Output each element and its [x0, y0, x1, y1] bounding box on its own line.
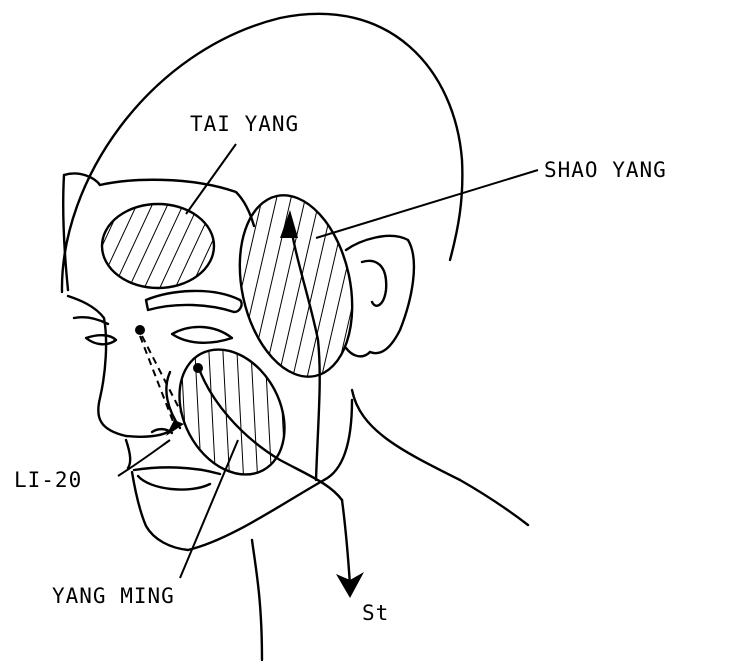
label-shao-yang: SHAO YANG: [544, 158, 667, 182]
chin: [132, 472, 188, 550]
label-st: St: [362, 601, 389, 625]
dashed-connector-lower: [140, 336, 174, 424]
neck-back: [352, 390, 528, 525]
arrow-to-li20: [166, 420, 184, 436]
face-left-edge: [63, 175, 68, 290]
mouth-line: [134, 467, 220, 474]
eyebrow-right: [146, 291, 242, 312]
dashed-connector-upper: [142, 336, 182, 414]
label-li-20: LI-20: [14, 468, 82, 492]
cheek-point: [193, 363, 203, 373]
label-tai-yang: TAI YANG: [190, 112, 299, 136]
leader-li-20: [118, 440, 170, 476]
leader-shao-yang: [316, 170, 538, 238]
nasal-root-point: [135, 325, 145, 335]
ear-lobe: [346, 348, 370, 356]
leader-tai-yang: [186, 144, 236, 214]
label-yang-ming: YANG MING: [52, 584, 175, 608]
ear-inner: [362, 261, 386, 306]
eye-right: [172, 327, 232, 343]
neck-front: [252, 540, 262, 660]
lower-lip: [138, 476, 210, 490]
tai-yang-region: [102, 204, 214, 288]
stomach-channel-down: [342, 500, 350, 585]
ear-outline: [346, 236, 414, 353]
eye-left: [86, 335, 116, 344]
upper-lip: [126, 440, 130, 468]
